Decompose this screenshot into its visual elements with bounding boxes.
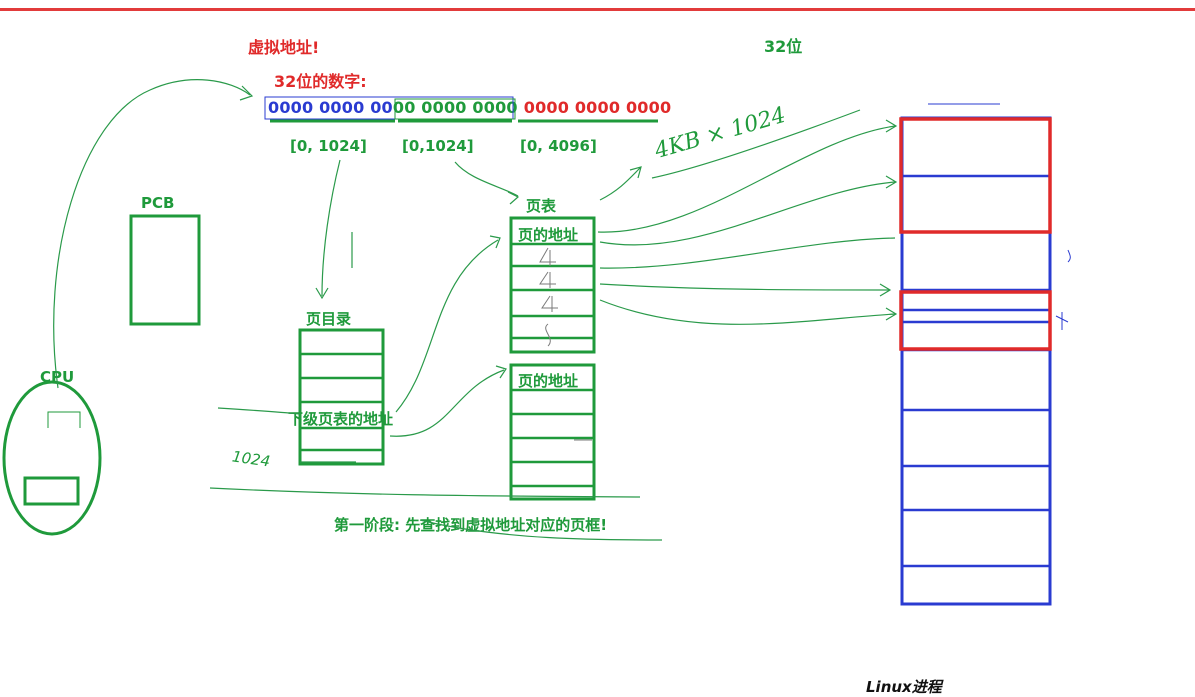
page-table-label: 页表 (526, 197, 557, 215)
bits-table-index: 00 0000 0000 (392, 98, 518, 117)
top-divider (0, 8, 1195, 11)
handwritten-arrows (53, 79, 898, 541)
address-bits: 0000 0000 0000 0000 0000 0000 0000 0000 (268, 98, 671, 117)
range-offset: [0, 4096] (520, 137, 597, 155)
bits-page-offset: 0000 0000 0000 (523, 98, 672, 117)
pcb-box (129, 214, 201, 326)
highlighted-page-frame-2 (899, 290, 1052, 351)
table-bits-box (394, 98, 516, 120)
page-directory-label: 页目录 (306, 310, 352, 328)
stage-one-caption: 第一阶段: 先查找到虚拟地址对应的页框! (334, 516, 608, 534)
bits-directory-index: 0000 0000 00 (268, 98, 393, 117)
range-table: [0,1024] (402, 137, 474, 155)
number-32bit-label: 32位的数字: (274, 72, 367, 91)
highlighted-page-frame-1 (899, 117, 1052, 234)
cpu-register-box (23, 476, 80, 506)
pcb-label: PCB (141, 194, 175, 212)
physical-memory (900, 116, 1052, 606)
next-level-address-label: 下级页表的地址 (288, 410, 394, 428)
page-table-2 (509, 363, 596, 501)
cpu-ellipse (2, 380, 102, 536)
bits32-title: 32位 (764, 37, 803, 56)
virtual-address-label: 虚拟地址! (248, 38, 320, 57)
cpu-sketch-mark (47, 411, 81, 428)
page-address-label-2: 页的地址 (518, 372, 579, 390)
memory-margin-marks (928, 103, 1071, 330)
range-directory: [0, 1024] (290, 137, 367, 155)
page-table-1 (509, 216, 596, 354)
page-address-label-1: 页的地址 (518, 226, 579, 244)
page-directory-table (298, 328, 385, 466)
directory-bits-box (264, 96, 514, 120)
handwritten-digits (539, 247, 592, 441)
